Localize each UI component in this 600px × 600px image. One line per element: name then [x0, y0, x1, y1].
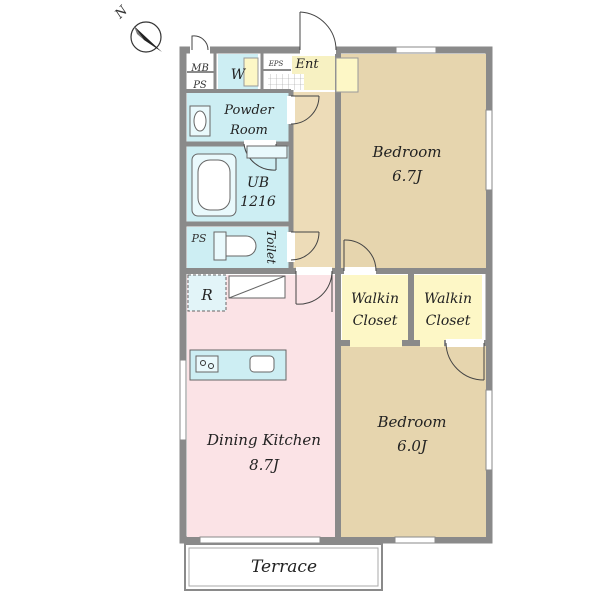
shoe-cabinet	[335, 57, 359, 93]
walkin-closet-1-label-2: Closet	[353, 313, 398, 329]
powder-room-label-2: Room	[229, 123, 268, 138]
fixtures	[187, 57, 359, 381]
bedroom-1-size: 6.7J	[392, 167, 423, 185]
eps-area	[266, 54, 290, 68]
meter-box-label: MB	[190, 63, 209, 74]
toilet-label: Toilet	[264, 230, 278, 264]
room-labels: MB PS W EPS Ent Powder Room UB 1216 PS T…	[190, 57, 472, 577]
north-label: N	[112, 3, 132, 23]
powder-room-label-1: Powder	[223, 103, 274, 118]
kitchen-sink-icon	[249, 355, 275, 373]
unit-bath-label-1: UB	[247, 175, 269, 191]
compass-icon: N	[112, 3, 162, 53]
terrace-label: Terrace	[251, 557, 317, 577]
walkin-closet-2-label-1: Walkin	[424, 291, 472, 307]
pipe-space-label-top: PS	[192, 80, 207, 91]
bedroom-1-name: Bedroom	[372, 143, 442, 161]
entrance-label: Ent	[294, 57, 319, 72]
walkin-closet-1	[342, 275, 408, 340]
refrigerator-space	[187, 274, 227, 312]
eps-label: EPS	[268, 60, 284, 68]
bedroom-2-size: 6.0J	[397, 437, 428, 455]
dining-kitchen-size: 8.7J	[249, 456, 280, 474]
unit-bath-label-2: 1216	[240, 194, 276, 210]
bedroom-1	[339, 54, 486, 269]
doors	[190, 11, 485, 381]
hallway	[292, 92, 336, 268]
bedroom-2-name: Bedroom	[377, 413, 447, 431]
washer-label: W	[231, 67, 247, 83]
walkin-closet-2	[414, 275, 482, 340]
walkin-closet-1-label-1: Walkin	[351, 291, 399, 307]
bedroom-2	[339, 345, 486, 537]
refrigerator-label: R	[200, 286, 212, 304]
walkin-closet-2-label-2: Closet	[426, 313, 471, 329]
entrance-floor-tiles	[268, 74, 292, 92]
toilet-tank-icon	[213, 231, 227, 261]
dining-kitchen	[187, 275, 335, 537]
stove-icon	[195, 355, 219, 373]
dining-kitchen-name: Dining Kitchen	[206, 431, 321, 449]
pipe-space-label-toilet: PS	[191, 232, 207, 245]
toilet-bowl-icon	[225, 235, 257, 257]
windows	[179, 46, 493, 544]
